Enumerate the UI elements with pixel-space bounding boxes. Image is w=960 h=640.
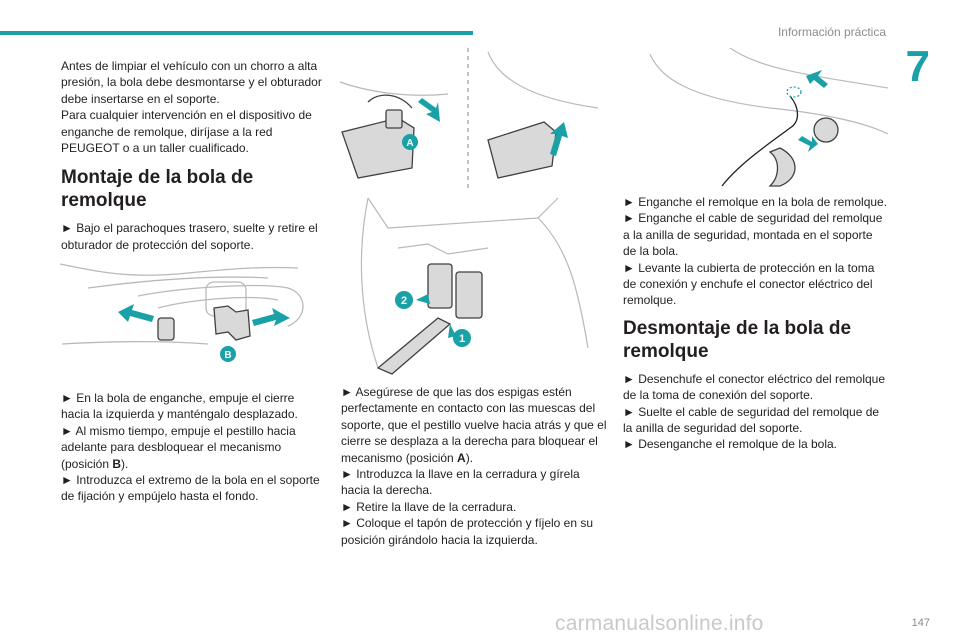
instruction-step: ► En la bola de enganche, empuje el cier… bbox=[61, 391, 298, 422]
position-label: B bbox=[112, 456, 122, 471]
column-2-steps: ► Asegúrese de que las dos espigas estén… bbox=[341, 384, 607, 548]
figure-label-1: 1 bbox=[459, 333, 465, 345]
instruction-step: ► Bajo el parachoques trasero, suelte y … bbox=[61, 221, 318, 252]
instruction-step: ► Introduzca la llave en la cerradura y … bbox=[341, 467, 580, 498]
figure-a-ball-locking: A 2 1 bbox=[339, 48, 599, 375]
instruction-step: ► Enganche el cable de seguridad del rem… bbox=[623, 211, 883, 259]
instruction-step: ► Desenganche el remolque de la bola. bbox=[623, 437, 838, 452]
instruction-step: ► Al mismo tiempo, empuje el pestillo ha… bbox=[61, 423, 296, 471]
instruction-step: ► Enganche el remolque en la bola de rem… bbox=[623, 195, 888, 209]
heading-unmount: Desmontaje de la bola de remolque bbox=[623, 317, 852, 362]
heading-mount: Montaje de la bola de remolque bbox=[61, 167, 254, 212]
instruction-step: ► Introduzca el extremo de la bola en el… bbox=[61, 473, 320, 504]
page-number: 147 bbox=[911, 617, 930, 629]
intro-paragraph: Antes de limpiar el vehículo con un chor… bbox=[61, 59, 322, 106]
section-title: Información práctica bbox=[777, 25, 886, 39]
position-label: A bbox=[457, 450, 466, 465]
intro-paragraph: Para cualquier intervención en el dispos… bbox=[61, 108, 312, 156]
instruction-step: ► Desenchufe el conector eléctrico del r… bbox=[623, 371, 886, 403]
instruction-step: ► Asegúrese de que las dos espigas estén… bbox=[341, 385, 607, 465]
figure-b-shutter-removal: B bbox=[59, 263, 304, 362]
figure-trailer-connection bbox=[649, 48, 889, 187]
instruction-step: ► Coloque el tapón de protección y fíjel… bbox=[341, 516, 594, 547]
figure-label-2: 2 bbox=[401, 295, 407, 307]
header-accent-bar bbox=[0, 31, 473, 35]
instruction-step: ► Suelte el cable de seguridad del remol… bbox=[623, 404, 880, 436]
figure-label-b: B bbox=[224, 350, 231, 361]
chapter-number: 7 bbox=[905, 42, 930, 91]
instruction-step: ► Levante la cubierta de protección en l… bbox=[623, 260, 875, 308]
column-1-steps: ► En la bola de enganche, empuje el cier… bbox=[61, 390, 323, 505]
figure-label-a: A bbox=[406, 138, 413, 149]
watermark: carmanualsonline.info bbox=[555, 612, 764, 635]
instruction-step: ► Retire la llave de la cerradura. bbox=[341, 499, 517, 514]
column-3: ► Enganche el remolque en la bola de rem… bbox=[623, 194, 889, 453]
column-1: Antes de limpiar el vehículo con un chor… bbox=[61, 58, 323, 253]
